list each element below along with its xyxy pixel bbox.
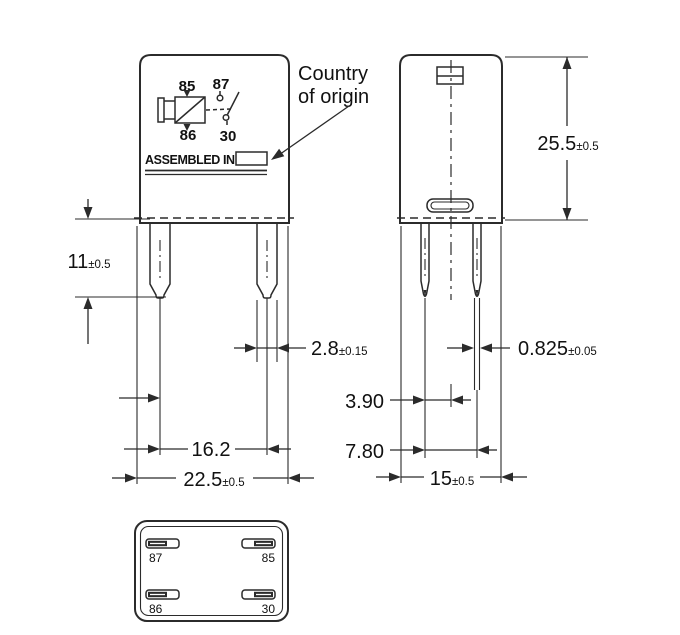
dim-pin-pitch-front: 16.2 [124,439,291,461]
dim-body-width: 22.5±0.5 [112,469,314,491]
dim-blade-thickness: 0.825±0.05 [447,338,597,360]
front-pin-centerline-pointer [119,393,160,403]
dim-blade-thickness-text: 0.825±0.05 [518,338,597,360]
schematic-pin-30-label: 30 [220,128,237,145]
dim-body-depth: 15±0.5 [376,468,527,490]
dim-pin-pitch-side: 7.80 [345,441,497,463]
pin-slot-87: 87 [145,538,180,565]
coil-lead-arrow-85 [183,90,191,97]
schematic-pin-85-label: 85 [179,78,196,95]
actuation-dashed-link [205,108,232,111]
side-top-notch [436,66,464,85]
pin-label-86: 86 [149,602,163,616]
coil-symbol [157,96,206,124]
dim-blade-width-text: 2.8±0.15 [311,338,368,360]
dim-pin-length: 11±0.5 [67,199,111,344]
pin-label-85: 85 [262,551,276,565]
side-body-outline [399,54,503,224]
dim-body-height-text: 25.5±0.5 [537,133,598,155]
assembled-in-marking: ASSEMBLED IN [145,151,268,176]
country-of-origin-arrow [271,105,350,160]
relay-circuit-schematic: 85 87 86 30 [157,76,240,145]
dim-pin-offset-center: 3.90 [345,391,471,413]
dim-body-depth-text: 15±0.5 [430,468,475,490]
coil-lead-arrow-86 [183,124,191,131]
bottom-view-outer-outline [134,520,289,622]
extension-lines [75,56,588,484]
dim-pin-pitch-front-text: 16.2 [192,439,231,461]
dim-pin-offset-text: 3.90 [345,391,384,413]
country-of-origin-line1: Country [298,63,368,85]
dim-body-height: 25.5±0.5 [537,57,599,220]
side-left-pin [420,223,430,458]
front-right-pin [256,223,278,455]
dim-pin-length-text: 11±0.5 [67,251,110,273]
pin-label-87: 87 [149,551,163,565]
dim-pin-pitch-side-text: 7.80 [345,441,384,463]
relay-front-view: 85 87 86 30 [134,54,294,455]
country-of-origin-line2: of origin [298,86,369,108]
pin-slot-85: 85 [241,538,276,565]
side-right-pin [472,223,482,458]
front-body-outline [139,54,290,224]
schematic-pin-86-label: 86 [180,127,197,144]
country-of-origin-callout: Country of origin [271,63,369,160]
switch-symbol [205,91,240,125]
assembled-in-label: ASSEMBLED IN [145,153,235,167]
relay-bottom-view: 87 85 86 30 [134,520,289,622]
relay-side-view [397,54,505,458]
dim-body-width-text: 22.5±0.5 [183,469,244,491]
pin-slot-86: 86 [145,589,180,616]
front-left-pin [149,223,171,455]
bottom-view-inner-outline [139,525,284,617]
pin-label-30: 30 [262,602,276,616]
dim-blade-width: 2.8±0.15 [234,338,368,360]
country-of-origin-box [235,151,268,166]
pin-slot-30: 30 [241,589,276,616]
side-bottom-slot [426,198,474,213]
schematic-pin-87-label: 87 [213,76,230,93]
